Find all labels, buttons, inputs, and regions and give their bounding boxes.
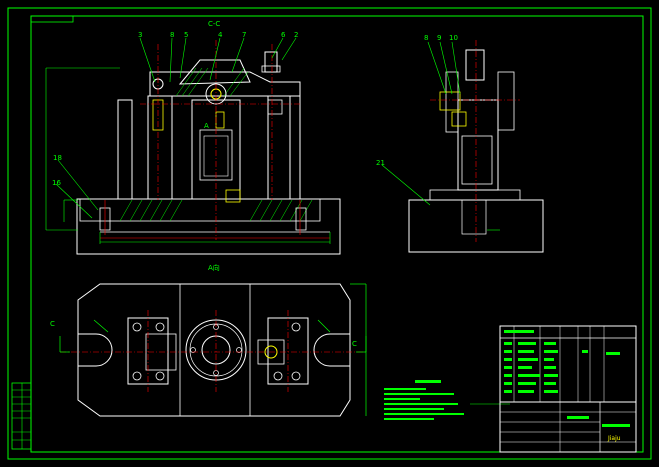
part-number-7: 7 (242, 31, 246, 39)
top-left-label-box (30, 15, 74, 23)
part-number-3: 3 (138, 31, 142, 39)
section-title: C-C (208, 20, 220, 28)
part-number-2: 2 (294, 31, 298, 39)
section-mark-c-right: C (352, 340, 357, 348)
part-number-8: 8 (170, 31, 174, 39)
side-part-number-21: 21 (376, 159, 385, 167)
side-part-number-10: 10 (449, 34, 458, 42)
left-side-strip (11, 382, 32, 450)
view-title: A向 (208, 263, 220, 272)
side-part-number-9: 9 (437, 34, 441, 42)
side-view[interactable]: 8 9 10 21 (376, 34, 544, 253)
title-block: Jiaju (499, 325, 637, 453)
front-section-view[interactable]: C-C (45, 20, 341, 255)
side-part-number-8: 8 (424, 34, 428, 42)
plan-view[interactable]: A向 (50, 263, 367, 417)
part-number-18: 18 (53, 154, 62, 162)
part-number-5: 5 (184, 31, 188, 39)
part-number-6: 6 (281, 31, 286, 39)
part-number-4: 4 (218, 31, 223, 39)
part-number-16: 16 (52, 179, 61, 187)
arrow-mark-a: A (204, 122, 209, 130)
drawing-name: Jiaju (607, 435, 621, 442)
section-mark-c-left: C (50, 320, 55, 328)
inner-frame (30, 15, 644, 453)
outer-frame (7, 7, 652, 460)
technical-notes (384, 380, 510, 420)
